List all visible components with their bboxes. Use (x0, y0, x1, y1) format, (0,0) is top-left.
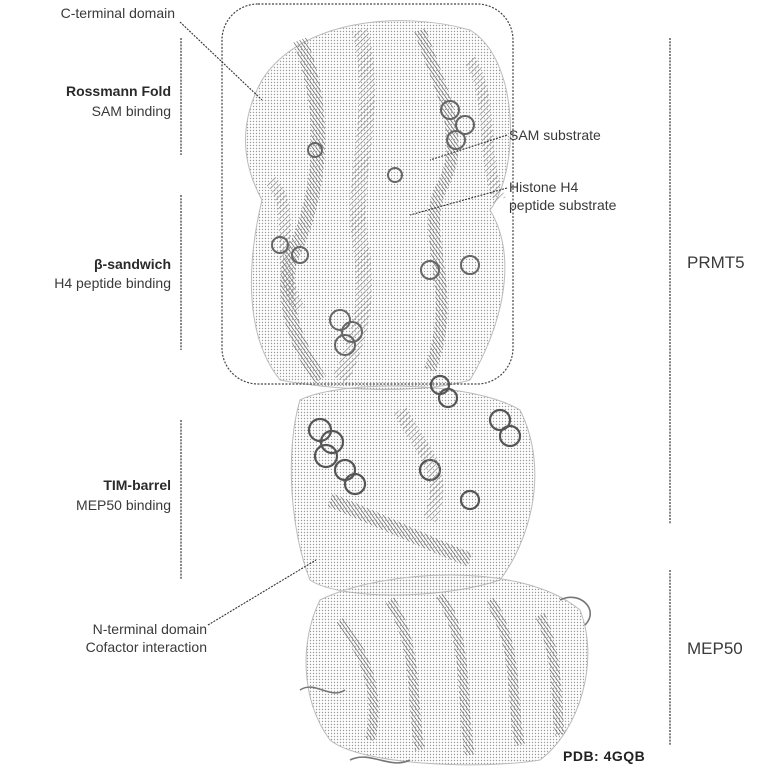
c-terminal-label: C-terminal domain (61, 4, 175, 22)
sandwich-subtitle: H4 peptide binding (54, 274, 171, 292)
n-terminal-leader (208, 560, 316, 625)
rossmann-title: Rossmann Fold (66, 82, 171, 100)
prmt5-label: PRMT5 (687, 254, 745, 272)
tim-barrel-ribbon (291, 386, 535, 595)
tim-title: TIM-barrel (103, 476, 171, 494)
n-terminal-label: N-terminal domain (93, 620, 207, 638)
sandwich-title: β-sandwich (94, 255, 171, 273)
histone-label: Histone H4 (509, 178, 578, 196)
rossmann-subtitle: SAM binding (92, 102, 171, 120)
peptide-substrate-label: peptide substrate (509, 196, 616, 214)
tim-subtitle: MEP50 binding (76, 496, 171, 514)
pdb-id-label: PDB: 4GQB (563, 747, 645, 765)
sam-substrate-label: SAM substrate (509, 126, 601, 144)
cofactor-label: Cofactor interaction (86, 638, 207, 656)
c-terminal-leader (180, 22, 262, 100)
mep50-label: MEP50 (687, 640, 743, 658)
